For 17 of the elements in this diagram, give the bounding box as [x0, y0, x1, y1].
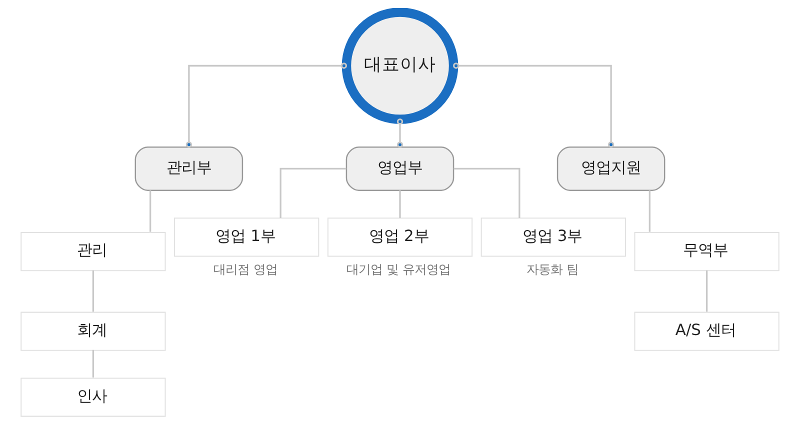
connector	[399, 190, 401, 218]
connector	[396, 118, 404, 148]
connector	[454, 168, 520, 218]
connector	[150, 190, 152, 232]
connector	[280, 168, 346, 218]
connector	[186, 62, 348, 148]
connector	[92, 350, 94, 378]
node-box: 영업지원	[556, 146, 666, 191]
connector	[452, 62, 614, 148]
connector	[92, 270, 94, 312]
node-label: 대리점 영업	[214, 262, 278, 276]
connector	[648, 190, 650, 232]
node-box: 영업부	[346, 146, 454, 191]
node-label: 대기업 및 유저영업	[346, 262, 450, 276]
node-box: 관리부	[134, 146, 244, 191]
node-label: 자동화 팀	[526, 262, 579, 276]
connector	[706, 270, 708, 312]
